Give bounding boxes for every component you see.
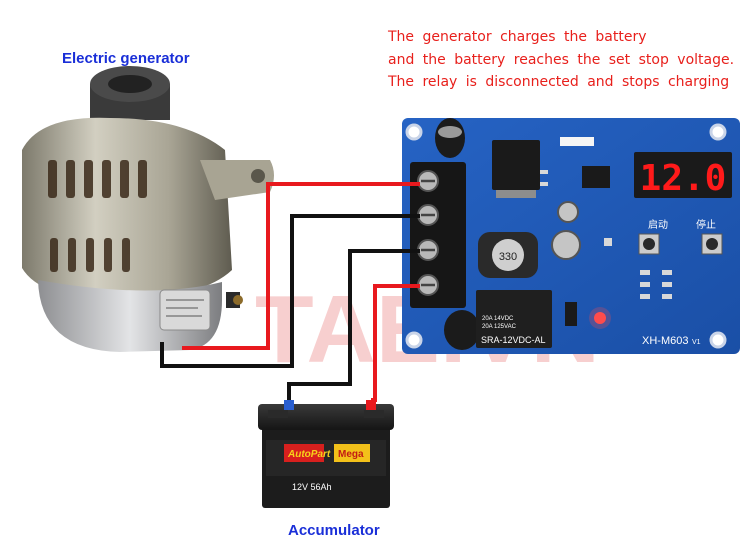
wire-generator-positive	[182, 182, 420, 350]
start-button[interactable]	[638, 233, 660, 255]
wire-battery-negative	[287, 249, 420, 400]
stop-button-label: 停止	[696, 218, 716, 231]
accumulator-label: Accumulator	[288, 522, 380, 539]
electric-generator	[22, 66, 274, 352]
relay-control-board: 330 12.0 启动 停止 20A 14VDC 20A 125VAC SRA-…	[402, 118, 740, 354]
caption-line-3: The relay is disconnected and stops char…	[388, 74, 730, 90]
board-model: XH-M603	[642, 335, 688, 347]
led-display	[634, 152, 732, 198]
wire-battery-positive	[371, 284, 420, 402]
caption-text: The generator charges the battery and th…	[388, 26, 734, 94]
inductor-code: 330	[499, 251, 517, 263]
led-display-value: 12.0	[640, 158, 727, 199]
generator-label: Electric generator	[62, 50, 190, 67]
relay-rating-1: 20A 14VDC	[482, 316, 514, 322]
caption-line-1: The generator charges the battery	[388, 29, 647, 45]
wires	[160, 182, 420, 402]
battery-brand: AutoPart	[287, 449, 331, 460]
battery-spec: 12V 56Ah	[292, 482, 332, 492]
relay-model: SRA-12VDC-AL	[481, 335, 546, 345]
stop-button[interactable]	[701, 233, 723, 255]
relay-rating-2: 20A 125VAC	[482, 324, 517, 330]
battery-brand-2: Mega	[338, 449, 364, 460]
start-button-label: 启动	[648, 218, 668, 231]
accumulator-battery: AutoPart Mega 12V 56Ah	[258, 400, 394, 508]
caption-line-2: and the battery reaches the set stop vol…	[388, 51, 735, 68]
relay	[476, 290, 552, 348]
wire-generator-negative	[160, 214, 420, 368]
board-version: V1	[692, 339, 701, 346]
